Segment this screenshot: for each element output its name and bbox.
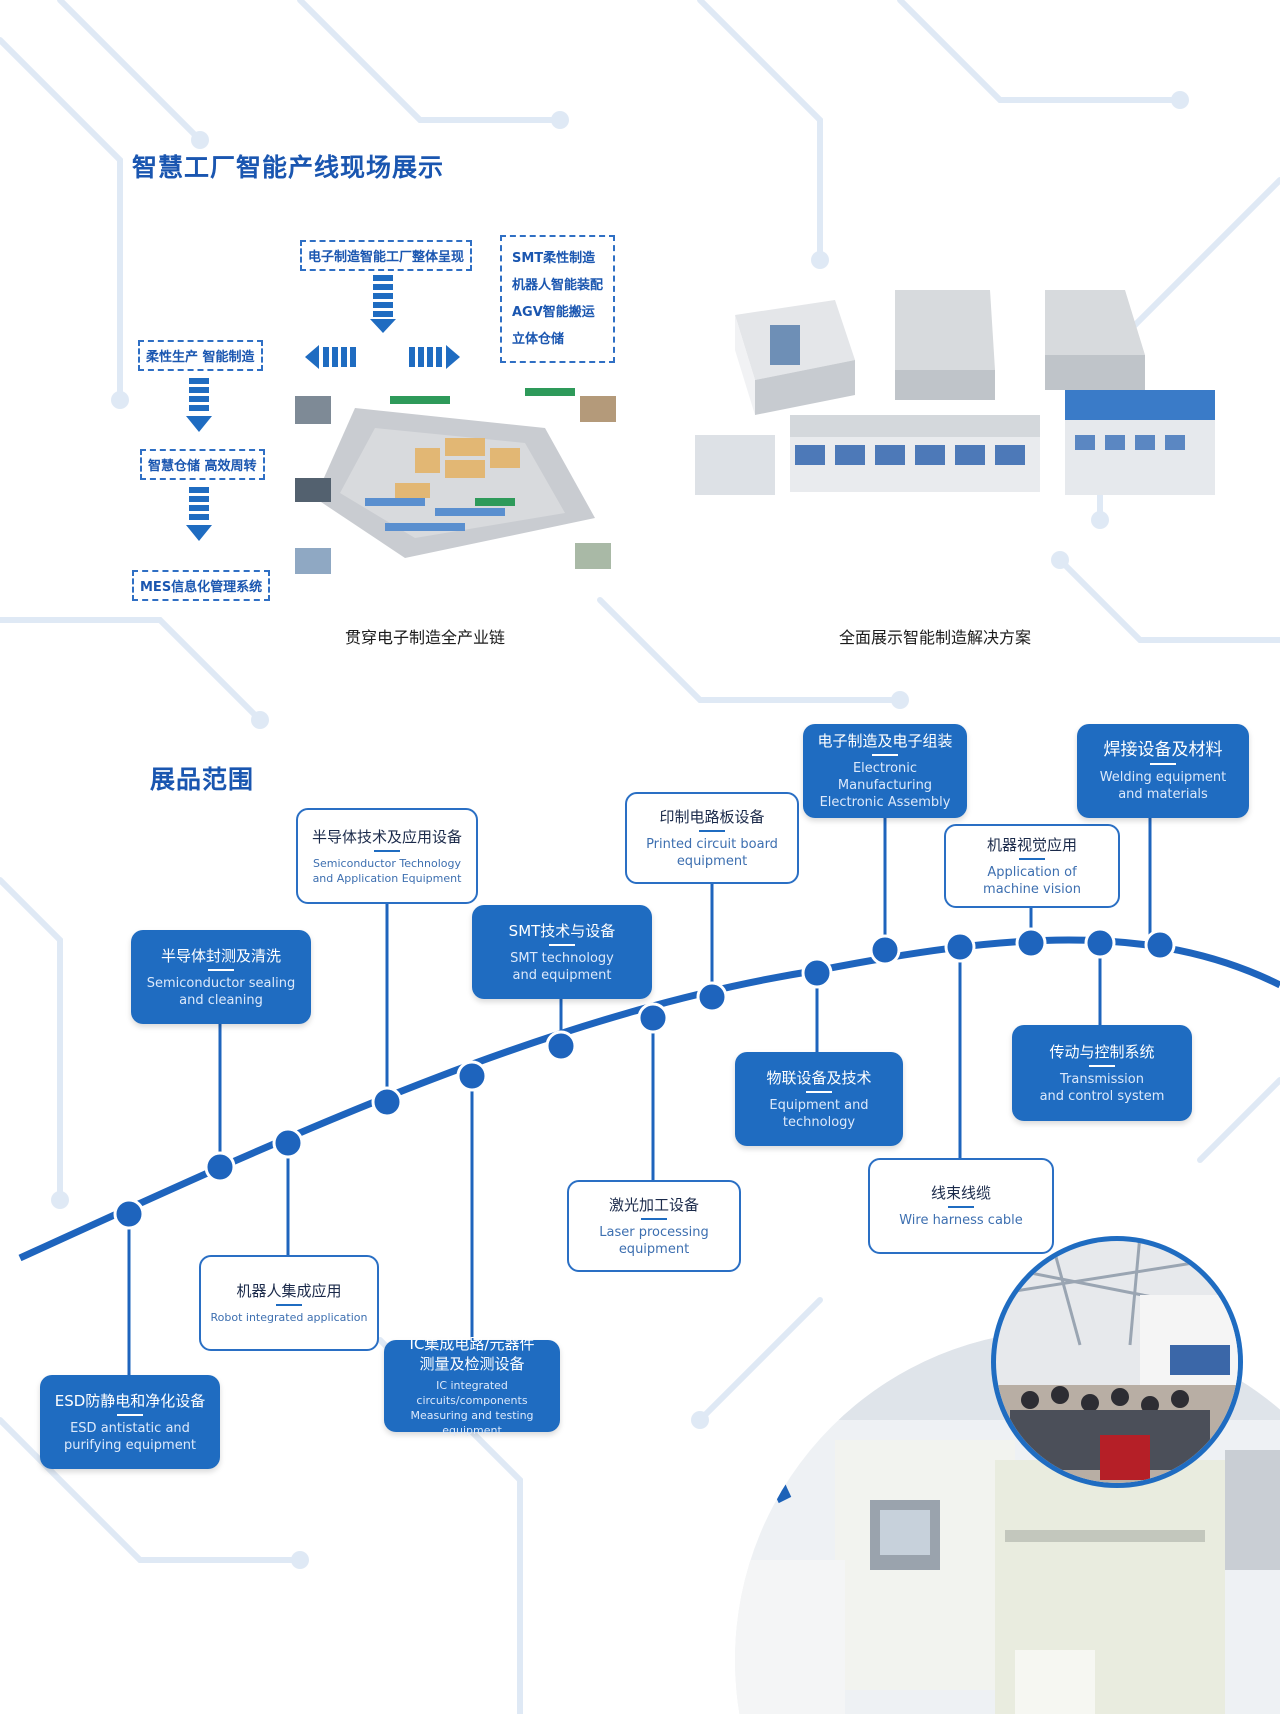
- card-subtitle: SMT technology: [510, 950, 614, 966]
- card-subtitle: IC integrated circuits/components: [416, 1379, 528, 1407]
- card-title: 机器视觉应用: [986, 835, 1077, 854]
- card-divider: [872, 754, 898, 756]
- card-pcb: 印制电路板设备 Printed circuit board equipment: [625, 792, 799, 884]
- card-divider: [374, 849, 400, 852]
- section-title-exhibit-scope: 展品范围: [150, 765, 255, 794]
- card-subtitle: Wire harness cable: [899, 1213, 1023, 1228]
- card-iot: 物联设备及技术 Equipment and technology: [735, 1052, 903, 1146]
- card-welding: 焊接设备及材料 Welding equipment and materials: [1077, 724, 1249, 818]
- card-title: 电子制造及电子组装: [817, 732, 953, 750]
- feature-list: SMT柔性制造 机器人智能装配 AGV智能搬运 立体仓储: [500, 235, 616, 363]
- card-subtitle: Application of: [987, 864, 1077, 880]
- card-semiconductor-sealing: 半导体封测及清洗 Semiconductor sealing and clean…: [131, 930, 311, 1024]
- card-subtitle: and equipment: [512, 967, 612, 983]
- card-title: 半导体技术及应用设备: [311, 827, 462, 846]
- card-subtitle: Welding equipment: [1099, 769, 1227, 785]
- card-electronic-manufacturing: 电子制造及电子组装 Electronic Manufacturing Elect…: [803, 724, 967, 818]
- feature-item: AGV智能搬运: [512, 305, 595, 320]
- card-title: 印制电路板设备: [659, 807, 765, 826]
- card-subtitle: ESD antistatic and: [70, 1420, 190, 1436]
- arrow-right-icon: [409, 345, 460, 369]
- caption-industry-chain: 贯穿电子制造全产业链: [344, 628, 505, 647]
- section-title-smart-factory: 智慧工厂智能产线现场展示: [132, 153, 445, 182]
- card-title: 测量及检测设备: [419, 1355, 525, 1373]
- card-title: 物联设备及技术: [766, 1068, 872, 1087]
- card-laser: 激光加工设备 Laser processing equipment: [567, 1180, 741, 1272]
- card-subtitle: equipment: [676, 853, 748, 869]
- card-ic-testing: IC集成电路/元器件 测量及检测设备 IC integrated circuit…: [384, 1335, 560, 1437]
- card-robot: 机器人集成应用 Robot integrated application: [199, 1255, 379, 1351]
- card-subtitle: and materials: [1118, 786, 1208, 802]
- card-divider: [208, 968, 234, 971]
- card-title: 线束线缆: [930, 1184, 991, 1202]
- card-subtitle: Semiconductor Technology: [313, 856, 461, 870]
- card-divider: [1019, 857, 1045, 860]
- card-subtitle: and control system: [1039, 1088, 1165, 1104]
- card-subtitle: purifying equipment: [63, 1437, 197, 1453]
- card-divider: [1150, 762, 1176, 765]
- card-divider: [641, 1217, 667, 1220]
- card-subtitle: Printed circuit board: [646, 836, 778, 852]
- card-divider: [806, 1090, 832, 1093]
- card-subtitle: Electronic Assembly: [819, 795, 951, 810]
- caption-solutions: 全面展示智能制造解决方案: [838, 628, 1031, 647]
- card-title: IC集成电路/元器件: [409, 1335, 535, 1353]
- card-esd: ESD防静电和净化设备 ESD antistatic and purifying…: [40, 1375, 220, 1469]
- card-subtitle: Measuring and testing equipment: [410, 1409, 534, 1437]
- card-subtitle: Transmission: [1060, 1071, 1144, 1087]
- card-subtitle: and Application Equipment: [312, 871, 462, 885]
- card-subtitle: Equipment and technology: [769, 1097, 869, 1130]
- card-transmission: 传动与控制系统 Transmission and control system: [1012, 1025, 1192, 1121]
- feature-item: SMT柔性制造: [512, 251, 596, 266]
- flow-step-smart-warehouse: 智慧仓储 高效周转: [140, 449, 265, 480]
- card-title: 激光加工设备: [608, 1195, 699, 1214]
- card-title: 半导体封测及清洗: [160, 946, 281, 965]
- card-subtitle: machine vision: [983, 881, 1081, 897]
- feature-item: 机器人智能装配: [512, 278, 604, 293]
- card-title: 传动与控制系统: [1049, 1042, 1155, 1061]
- label-overall-presentation: 电子制造智能工厂整体呈现: [300, 240, 473, 271]
- card-divider: [1089, 1064, 1115, 1067]
- card-title: ESD防静电和净化设备: [54, 1391, 206, 1410]
- arrow-down-icon: [186, 487, 212, 541]
- card-subtitle: and cleaning: [179, 992, 263, 1008]
- card-divider: [699, 829, 725, 832]
- card-divider: [276, 1304, 302, 1306]
- arrow-down-icon: [186, 378, 212, 432]
- feature-item: 立体仓储: [512, 332, 565, 347]
- card-subtitle: Laser processing equipment: [599, 1224, 709, 1257]
- arrow-left-icon: [305, 345, 356, 369]
- card-title: SMT技术与设备: [508, 921, 616, 940]
- card-subtitle: Semiconductor sealing: [146, 975, 296, 991]
- card-divider: [948, 1206, 974, 1208]
- card-divider: [549, 943, 575, 946]
- card-machine-vision: 机器视觉应用 Application of machine vision: [944, 824, 1120, 908]
- card-wire-harness: 线束线缆 Wire harness cable: [868, 1158, 1054, 1254]
- flow-step-flexible-production: 柔性生产 智能制造: [138, 340, 263, 371]
- card-title: 机器人集成应用: [236, 1282, 342, 1300]
- card-subtitle: Electronic Manufacturing: [837, 761, 933, 793]
- conference-photo: [991, 1236, 1243, 1488]
- flow-step-mes: MES信息化管理系统: [132, 570, 271, 601]
- card-divider: [117, 1413, 143, 1416]
- card-title: 焊接设备及材料: [1103, 739, 1223, 760]
- card-subtitle: Robot integrated application: [210, 1311, 368, 1324]
- card-semiconductor-technology: 半导体技术及应用设备 Semiconductor Technology and …: [296, 808, 478, 904]
- production-line-illustration: [695, 290, 1215, 495]
- arrow-down-icon: [370, 275, 396, 333]
- smart-factory-illustration: [295, 388, 616, 574]
- card-smt: SMT技术与设备 SMT technology and equipment: [472, 905, 652, 999]
